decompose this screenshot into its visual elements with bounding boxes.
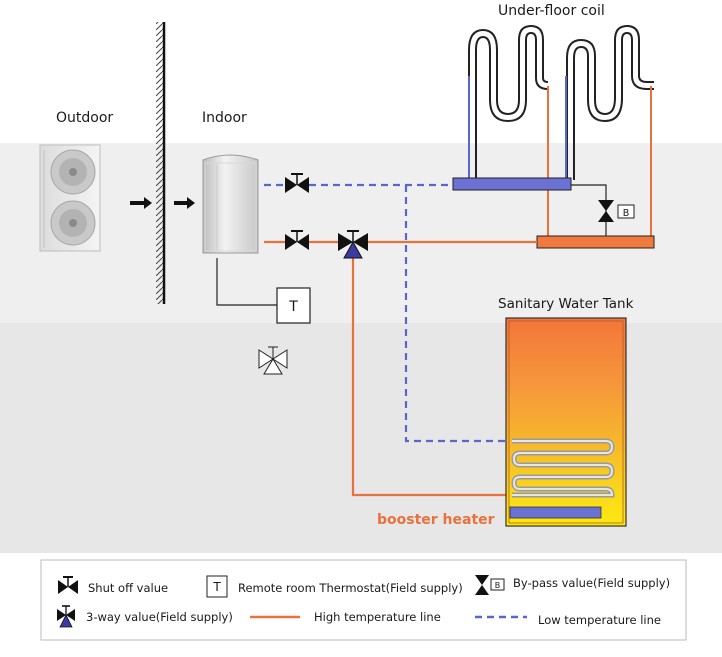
booster-heater-element [509, 506, 602, 519]
outdoor-unit [39, 144, 101, 252]
shut-off-valve-low [285, 173, 309, 193]
legend-three-way-label: 3-way value(Field supply) [86, 610, 233, 624]
shut-off-valve-high [285, 230, 309, 250]
legend-thermostat-label: Remote room Thermostat(Field supply) [238, 581, 463, 595]
sanitary-water-tank-label: Sanitary Water Tank [498, 296, 634, 312]
legend: Shut off value T Remote room Thermostat(… [40, 559, 687, 641]
svg-text:B: B [495, 581, 501, 590]
high-temperature-line [264, 240, 537, 497]
indoor-label: Indoor [202, 110, 247, 126]
flow-arrows [130, 197, 195, 209]
legend-low-temp-label: Low temperature line [538, 613, 661, 627]
legend-three-way-icon [57, 605, 75, 628]
wall [156, 22, 166, 304]
bypass-symbol: B [623, 208, 630, 219]
low-temp-manifold [452, 177, 572, 191]
three-way-valve-outline-icon [258, 346, 288, 375]
indoor-unit [202, 154, 259, 254]
outdoor-label: Outdoor [56, 110, 113, 126]
legend-thermostat-icon: T [206, 575, 228, 598]
thermostat-symbol: T [288, 299, 298, 315]
under-floor-coil-label: Under-floor coil [498, 3, 605, 19]
legend-shut-off-icon [58, 576, 78, 594]
legend-high-temp-label: High temperature line [314, 610, 441, 624]
legend-shut-off-label: Shut off value [88, 581, 168, 595]
under-floor-coil [468, 24, 654, 180]
three-way-valve [338, 230, 368, 259]
legend-bypass-label: By-pass value(Field supply) [513, 576, 670, 590]
svg-text:T: T [212, 580, 221, 594]
remote-room-thermostat: T [276, 287, 311, 324]
bypass-valve: B [598, 200, 635, 222]
low-temperature-line [264, 183, 512, 443]
booster-heater-label: booster heater [377, 512, 495, 528]
sanitary-water-tank [505, 317, 627, 527]
legend-bypass-icon: B [475, 575, 505, 595]
background-band [0, 143, 722, 323]
high-temp-manifold [536, 235, 655, 249]
